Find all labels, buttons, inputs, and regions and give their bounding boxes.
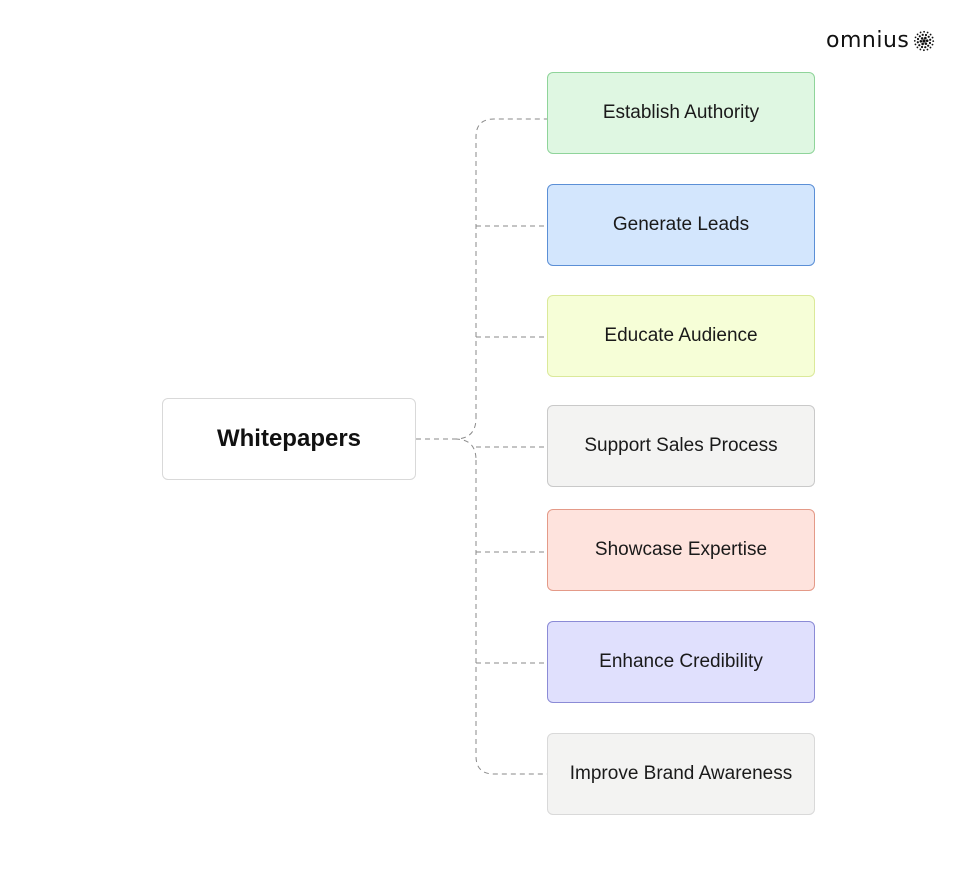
logo-dot — [918, 44, 921, 47]
branch-node-label: Enhance Credibility — [599, 651, 763, 672]
branch-node-generate-leads: Generate Leads — [547, 184, 815, 266]
logo-dot — [921, 37, 924, 40]
logo-dot — [926, 48, 929, 51]
logo-dot — [925, 33, 928, 37]
branch-node-establish-authority: Establish Authority — [547, 72, 815, 154]
root-node-label: Whitepapers — [216, 425, 362, 452]
branch-node-improve-brand-awareness: Improve Brand Awareness — [547, 733, 815, 815]
logo-dot — [920, 31, 922, 34]
branch-connector — [475, 118, 547, 418]
branch-node-label: Support Sales Process — [584, 435, 778, 456]
root-connector-down — [454, 438, 477, 461]
logo-dot — [927, 31, 929, 34]
branch-node-label: Improve Brand Awareness — [569, 763, 793, 784]
logo-dot — [931, 36, 934, 39]
logo-dot — [921, 42, 925, 46]
logo-dot — [919, 39, 923, 43]
root-connector-up — [416, 417, 477, 440]
logo-dot — [919, 48, 922, 51]
logo-dot — [924, 42, 928, 45]
logo-dot — [914, 43, 917, 46]
logo-dot — [917, 37, 920, 41]
logo-text: omnius — [826, 28, 910, 53]
branch-node-support-sales-process: Support Sales Process — [547, 405, 815, 487]
logo-dot — [923, 30, 926, 33]
logo-dot — [924, 36, 928, 40]
branch-connector — [475, 460, 547, 775]
logo-dot — [929, 46, 932, 49]
logo-dot — [927, 35, 931, 38]
branch-node-label: Educate Audience — [604, 325, 758, 346]
root-node-whitepapers: Whitepapers — [162, 398, 416, 480]
logo-dot — [929, 38, 932, 41]
logo-dot — [921, 45, 924, 49]
logo-dot — [917, 33, 919, 36]
logo-dot — [930, 33, 932, 36]
logo-dot — [917, 41, 920, 44]
logo-dot — [923, 49, 926, 52]
logo-dot — [924, 46, 927, 49]
logo-dot — [922, 39, 926, 43]
omnius-logo: omnius — [826, 28, 950, 54]
branch-node-label: Generate Leads — [612, 214, 750, 235]
branch-node-label: Showcase Expertise — [594, 539, 768, 560]
logo-dot — [919, 35, 922, 38]
branch-node-educate-audience: Educate Audience — [547, 295, 815, 377]
logo-dot — [932, 40, 935, 42]
logo-dot — [914, 36, 917, 39]
logo-dot — [929, 41, 932, 45]
branch-node-showcase-expertise: Showcase Expertise — [547, 509, 815, 591]
dotted-sphere-icon — [914, 30, 935, 52]
logo-dot — [931, 43, 934, 46]
logo-dot — [916, 46, 919, 49]
logo-dot — [926, 39, 929, 43]
logo-dot — [921, 33, 925, 36]
logo-dot — [914, 40, 917, 42]
logo-dot — [927, 44, 930, 47]
branch-node-enhance-credibility: Enhance Credibility — [547, 621, 815, 703]
branch-node-label: Establish Authority — [602, 102, 760, 123]
